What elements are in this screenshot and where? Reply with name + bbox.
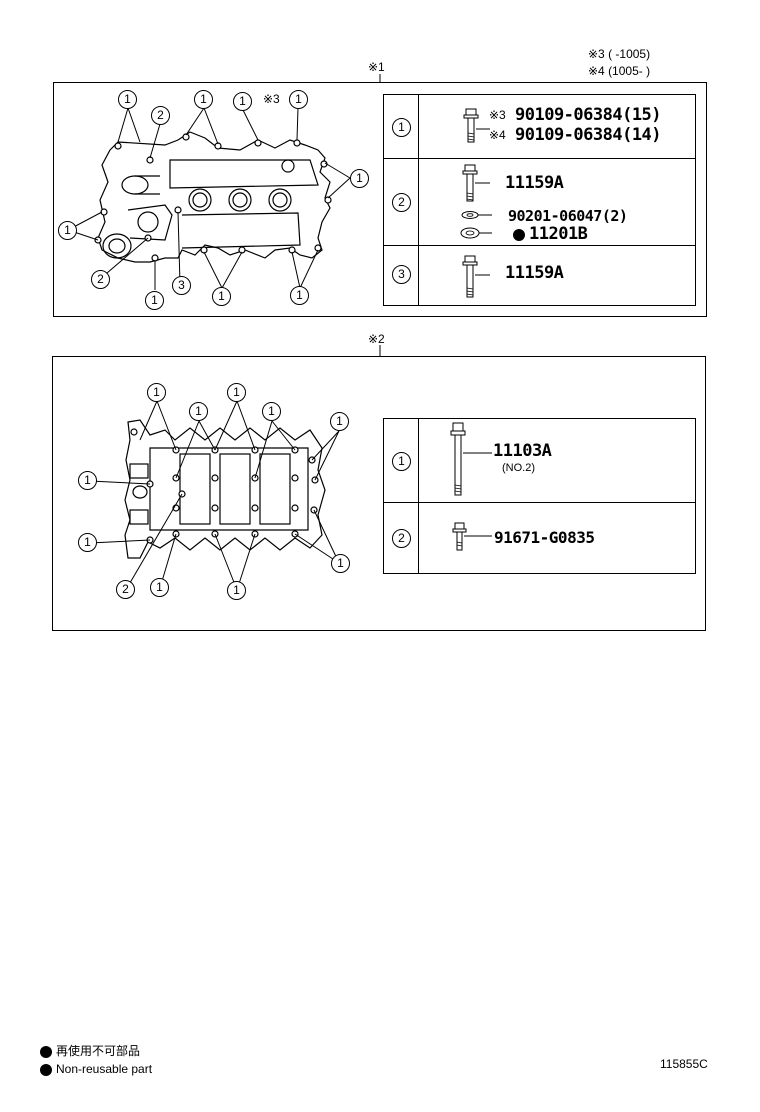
table-row: 1 ※3 90109-06384(15) ※4 90109-06384(14) [384, 95, 695, 159]
panel2-label: ※2 [368, 332, 385, 346]
non-reusable-part: 11201B [513, 224, 588, 244]
callout-1: 1 [289, 90, 308, 109]
index-cell: 1 [384, 419, 419, 502]
callout-3: 3 [172, 276, 191, 295]
bolt-icon [462, 255, 490, 298]
long-bolt-icon [450, 422, 492, 496]
panel2-frame [52, 356, 706, 631]
table-row: 2 11159A 90201-06047(2) 11201B [384, 159, 695, 246]
callout-1: 1 [212, 287, 231, 306]
prefix-3: ※3 [489, 108, 506, 122]
legend-jp: 再使用不可部品 [40, 1042, 140, 1059]
callout-1: 1 [233, 92, 252, 111]
callout-1: 1 [330, 412, 349, 431]
panel1-frame [53, 82, 707, 317]
part-number: 90109-06384(14) [515, 125, 662, 145]
part-number: 11103A [493, 441, 552, 461]
callout-1: 1 [227, 383, 246, 402]
bolt-icon [463, 108, 490, 143]
part-number: 11201B [529, 224, 588, 244]
table-row: 2 91671-G0835 [384, 503, 695, 573]
part-number: 11159A [505, 263, 564, 283]
callout-2: 2 [91, 270, 110, 289]
row-index: 1 [392, 452, 411, 471]
part-number: 91671-G0835 [494, 528, 595, 547]
callout-2: 2 [116, 580, 135, 599]
callout-1: 1 [147, 383, 166, 402]
prefix-4: ※4 [489, 128, 506, 142]
non-reusable-dot-icon [513, 228, 525, 241]
callout-1: 1 [58, 221, 77, 240]
callout-1: 1 [78, 533, 97, 552]
callout-1: 1 [331, 554, 350, 573]
index-cell: 1 [384, 95, 419, 158]
panel1-label: ※1 [368, 60, 385, 74]
row-index: 3 [392, 265, 411, 284]
non-reusable-dot-icon [40, 1045, 52, 1058]
row-index: 2 [392, 193, 411, 212]
callout-1: 1 [290, 286, 309, 305]
table-row: 1 11103A (NO.2) [384, 419, 695, 503]
flange-bolt-icon [452, 522, 492, 551]
callout-1: 1 [78, 471, 97, 490]
note-3: ※3 ( -1005) [588, 47, 651, 61]
part-sub-label: (NO.2) [502, 462, 535, 474]
note-4: ※4 (1005- ) [588, 64, 651, 78]
reference-code: 115855C [660, 1057, 708, 1071]
non-reusable-dot-icon [40, 1063, 52, 1076]
bolt-washer-icon [460, 164, 492, 239]
index-cell: 3 [384, 246, 419, 305]
legend-en-text: Non-reusable part [56, 1062, 153, 1076]
legend-en: Non-reusable part [40, 1062, 152, 1076]
row-index: 2 [392, 529, 411, 548]
panel1-parts-table: 1 ※3 90109-06384(15) ※4 90109-06384(14) … [383, 94, 696, 306]
callout-1: 1 [262, 402, 281, 421]
part-number: 11159A [505, 173, 564, 193]
table-row: 3 11159A [384, 246, 695, 305]
callout-1: 1 [350, 169, 369, 188]
part-number: 90201-06047(2) [508, 207, 628, 225]
callout-1: 1 [150, 578, 169, 597]
callout-1: 1 [145, 291, 164, 310]
panel2-parts-table: 1 11103A (NO.2) 2 91671-G0835 [383, 418, 696, 574]
part-number: 90109-06384(15) [515, 105, 662, 125]
callout-1: 1 [118, 90, 137, 109]
row-index: 1 [392, 118, 411, 137]
index-cell: 2 [384, 159, 419, 245]
index-cell: 2 [384, 503, 419, 573]
callout-1: 1 [194, 90, 213, 109]
diagram-marker-3: ※3 [263, 92, 280, 106]
callout-1: 1 [189, 402, 208, 421]
legend-jp-text: 再使用不可部品 [56, 1044, 141, 1058]
callout-1: 1 [227, 581, 246, 600]
callout-2: 2 [151, 106, 170, 125]
